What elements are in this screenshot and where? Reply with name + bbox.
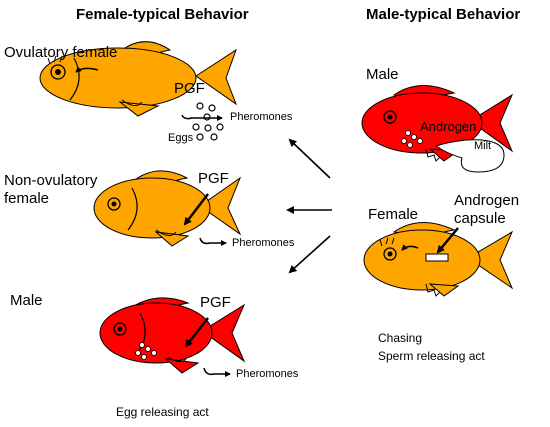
pheromone-arrow-3 [203, 367, 231, 377]
pgf-arrow-3 [184, 317, 209, 348]
transfer-arrow-bottom [288, 235, 331, 274]
label-pheromones-1: Pheromones [230, 111, 293, 123]
label-ovulatory-female: Ovulatory female [4, 44, 118, 61]
label-androgen: Androgen [420, 119, 477, 134]
label-sperm-releasing-act: Sperm releasing act [378, 349, 485, 363]
label-egg-releasing-act: Egg releasing act [116, 405, 209, 419]
label-pgf-ovulatory: PGF [174, 80, 205, 97]
label-pgf-non-ovulatory: PGF [198, 170, 229, 187]
pgf-arrow-2 [183, 193, 209, 226]
label-milt: Milt [474, 140, 492, 152]
header-male-typical: Male-typical Behavior [366, 6, 521, 23]
label-pgf-male: PGF [200, 294, 231, 311]
male-fish-right [361, 84, 514, 162]
label-female-right: Female [368, 206, 419, 223]
male-fish-left [99, 297, 246, 374]
non-ovulatory-female-fish [93, 170, 242, 247]
label-eggs: Eggs [168, 132, 194, 144]
female-fish-right [363, 221, 514, 297]
ovulatory-female-fish [39, 41, 238, 117]
label-non-ovulatory: Non-ovulatory [4, 172, 98, 189]
transfer-arrow-top [288, 138, 331, 179]
pheromone-arrow-1 [181, 114, 223, 121]
header-female-typical: Female-typical Behavior [76, 6, 249, 23]
label-male-left: Male [10, 292, 43, 309]
egg-cluster [192, 102, 224, 141]
androgen-capsule [425, 253, 449, 262]
pheromone-arrow-2 [199, 237, 227, 246]
label-pheromones-3: Pheromones [236, 368, 299, 380]
label-chasing: Chasing [378, 331, 423, 345]
label-androgen-capsule-1: Androgen [454, 192, 520, 209]
capsule-pointer-arrow [436, 227, 459, 254]
label-androgen-capsule-2: capsule [454, 210, 506, 227]
label-non-ovulatory-female: female [4, 190, 50, 207]
milt-bubble [434, 139, 505, 173]
label-male-right: Male [366, 66, 399, 83]
label-pheromones-2: Pheromones [232, 237, 295, 249]
